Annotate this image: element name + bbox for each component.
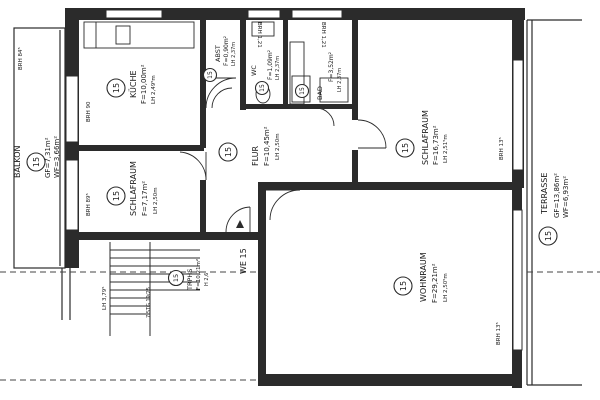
schlaf-r-number: 15 [401, 143, 410, 153]
room-schlafraum-links: 15 SCHLAFRAUM F=7,17m² LH 2,50m [112, 161, 159, 216]
room-terrasse: 15 TERRASSE GF=13,86m² WF=6,93m² [540, 173, 570, 242]
schlaf-l-area: F=7,17m² [141, 181, 149, 216]
bad-lh: LH 2,37m [337, 68, 343, 92]
schlaf-l-number: 15 [112, 191, 121, 201]
flur-lh: LH 2,50m [275, 133, 281, 160]
treppe-name: TRPHS [186, 269, 194, 291]
abst-name: ABST [214, 45, 222, 62]
room-bad: 15 BAD F=3,52m² LH 2,37m [299, 51, 343, 100]
wohn-area: F=29,21m² [431, 263, 439, 303]
brh-balkon: BRH 84⁵ [17, 47, 24, 70]
kueche-number: 15 [112, 83, 121, 93]
schlaf-r-name: SCHLAFRAUM [421, 110, 430, 165]
staircase [109, 242, 200, 336]
stair-note: 7 STG 19/25 [146, 287, 152, 318]
wc-lh: LH 2,37m [275, 56, 281, 80]
brh-bad: BRH 1,21 [320, 22, 326, 48]
brh-wohn: BRH 13⁵ [495, 322, 502, 345]
kueche-lh: LH 2,49⁵m [150, 75, 157, 104]
unit-label: WE 15 [239, 248, 248, 274]
wc-area: F=1,09m² [267, 49, 274, 80]
balkon-wf: WF=3,66m² [53, 136, 61, 178]
terrasse-number: 15 [544, 231, 553, 241]
room-abst: 15 ABST F=0,90m² LH 2,37m [207, 35, 237, 79]
bad-name: BAD [316, 86, 324, 100]
schlaf-r-lh: LH 2,51⁵m [442, 134, 449, 163]
wohn-lh: LH 2,50⁵m [442, 273, 449, 302]
flur-area: F=10,45m² [263, 126, 271, 166]
balkon-gf: GF=7,31m² [44, 137, 52, 178]
windows [65, 9, 524, 351]
room-treppenhaus: 15 TRPHS F=10,21m² H 2,6 [172, 259, 210, 291]
schlaf-l-name: SCHLAFRAUM [129, 161, 138, 216]
terrasse-outline [526, 19, 582, 386]
room-wc: 15 WC F=1,09m² LH 2,37m [250, 49, 281, 92]
bad-area: F=3,52m² [328, 51, 335, 82]
abst-area: F=0,90m² [223, 35, 230, 66]
wohn-name: WOHNRAUM [419, 252, 428, 302]
treppe-number: 15 [172, 274, 180, 282]
brh-abst: BRH 1,21 [256, 22, 262, 48]
wc-name: WC [250, 65, 258, 76]
room-number-circles [26, 67, 558, 296]
lh-stair: LH 3,79⁵ [101, 287, 108, 310]
flur-number: 15 [224, 147, 233, 157]
treppe-lh: H 2,6 [204, 273, 210, 286]
brh-schlaf-r: BRH 13⁵ [498, 137, 505, 160]
brh-kueche: BRH 90 [86, 101, 92, 122]
boundary-lines [0, 271, 600, 381]
schlaf-r-area: F=16,73m² [432, 125, 440, 165]
room-kueche: 15 KÜCHE F=10,00m² LH 2,49⁵m [112, 64, 157, 104]
kueche-name: KÜCHE [128, 70, 138, 98]
balkon-number: 15 [32, 157, 41, 167]
abst-number: 15 [207, 71, 214, 79]
terrasse-wf: WF=6,93m² [562, 176, 570, 218]
sill-height-labels: BRH 84⁵ BRH 90 BRH 89⁵ BRH 1,21 BRH 1,21… [17, 22, 505, 345]
brh-schlaf-l: BRH 89⁵ [85, 193, 92, 216]
abst-lh: LH 2,37m [231, 42, 237, 66]
kueche-area: F=10,00m² [140, 64, 148, 104]
entrance-marker [236, 220, 244, 228]
terrasse-gf: GF=13,86m² [553, 173, 561, 218]
flur-name: FLUR [251, 145, 260, 166]
door-swings [179, 77, 387, 233]
schlaf-l-lh: LH 2,50m [153, 187, 159, 214]
room-wohnraum: 15 WOHNRAUM F=29,21m² LH 2,50⁵m [399, 252, 449, 303]
room-flur: 15 FLUR F=10,45m² LH 2,50m [224, 126, 281, 166]
wohn-number: 15 [399, 281, 408, 291]
balkon-name: BALKON [13, 145, 22, 178]
wc-number: 15 [259, 84, 266, 92]
balkon-outline [13, 27, 71, 320]
bad-number: 15 [299, 87, 306, 95]
room-balkon: 15 BALKON GF=7,31m² WF=3,66m² [13, 136, 61, 178]
treppe-area: F=10,21m² [195, 259, 202, 290]
room-schlafraum-rechts: 15 SCHLAFRAUM F=16,73m² LH 2,51⁵m [401, 110, 449, 165]
fixtures [83, 21, 349, 105]
terrasse-name: TERRASSE [540, 173, 549, 215]
